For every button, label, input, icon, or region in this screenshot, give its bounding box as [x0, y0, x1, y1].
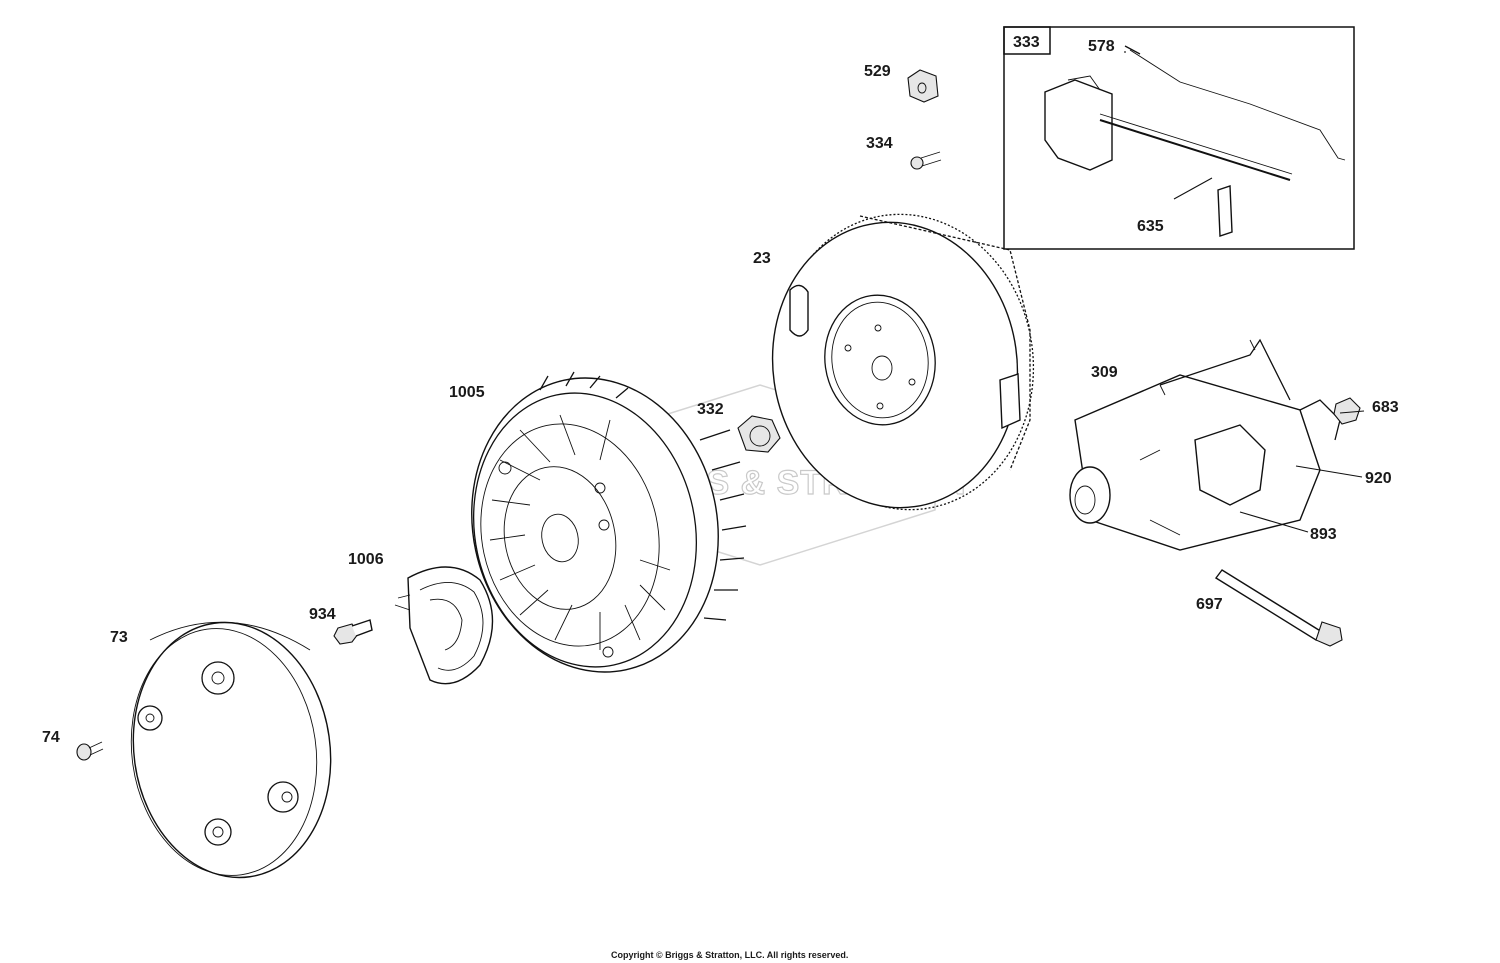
label-893: 893 — [1310, 526, 1337, 543]
copyright-text: Copyright © Briggs & Stratton, LLC. All … — [611, 950, 848, 960]
leader-lines — [1124, 51, 1365, 533]
label-333: 333 — [1013, 34, 1040, 51]
label-529: 529 — [864, 63, 891, 80]
part-73-cover[interactable] — [116, 610, 347, 891]
label-23: 23 — [753, 250, 771, 267]
part-74-screw[interactable] — [76, 741, 104, 761]
part-683-nut[interactable] — [1333, 397, 1361, 425]
part-1006-screen[interactable] — [394, 566, 494, 685]
part-309-starter[interactable] — [1069, 338, 1341, 551]
label-934: 934 — [309, 606, 336, 623]
label-334: 334 — [866, 135, 893, 152]
label-697: 697 — [1196, 596, 1223, 613]
part-934-bolt[interactable] — [333, 619, 373, 645]
label-1005: 1005 — [449, 384, 485, 401]
label-578: 578 — [1088, 38, 1115, 55]
part-333-armature-box[interactable] — [1003, 26, 1355, 250]
label-332: 332 — [697, 401, 724, 418]
part-23-flywheel[interactable] — [754, 198, 1052, 527]
label-1006: 1006 — [348, 551, 384, 568]
part-697-bolt[interactable] — [1214, 569, 1343, 647]
label-74: 74 — [42, 729, 60, 746]
part-1005-fan[interactable] — [445, 355, 747, 695]
part-334-screw[interactable] — [910, 151, 942, 170]
part-labels: 529 334 333 578 635 23 309 1005 332 683 … — [42, 34, 1399, 746]
label-309: 309 — [1091, 364, 1118, 381]
label-73: 73 — [110, 629, 128, 646]
label-635: 635 — [1137, 218, 1164, 235]
part-332-nut[interactable] — [737, 415, 781, 453]
part-529-key[interactable] — [907, 69, 939, 103]
label-920: 920 — [1365, 470, 1392, 487]
label-683: 683 — [1372, 399, 1399, 416]
